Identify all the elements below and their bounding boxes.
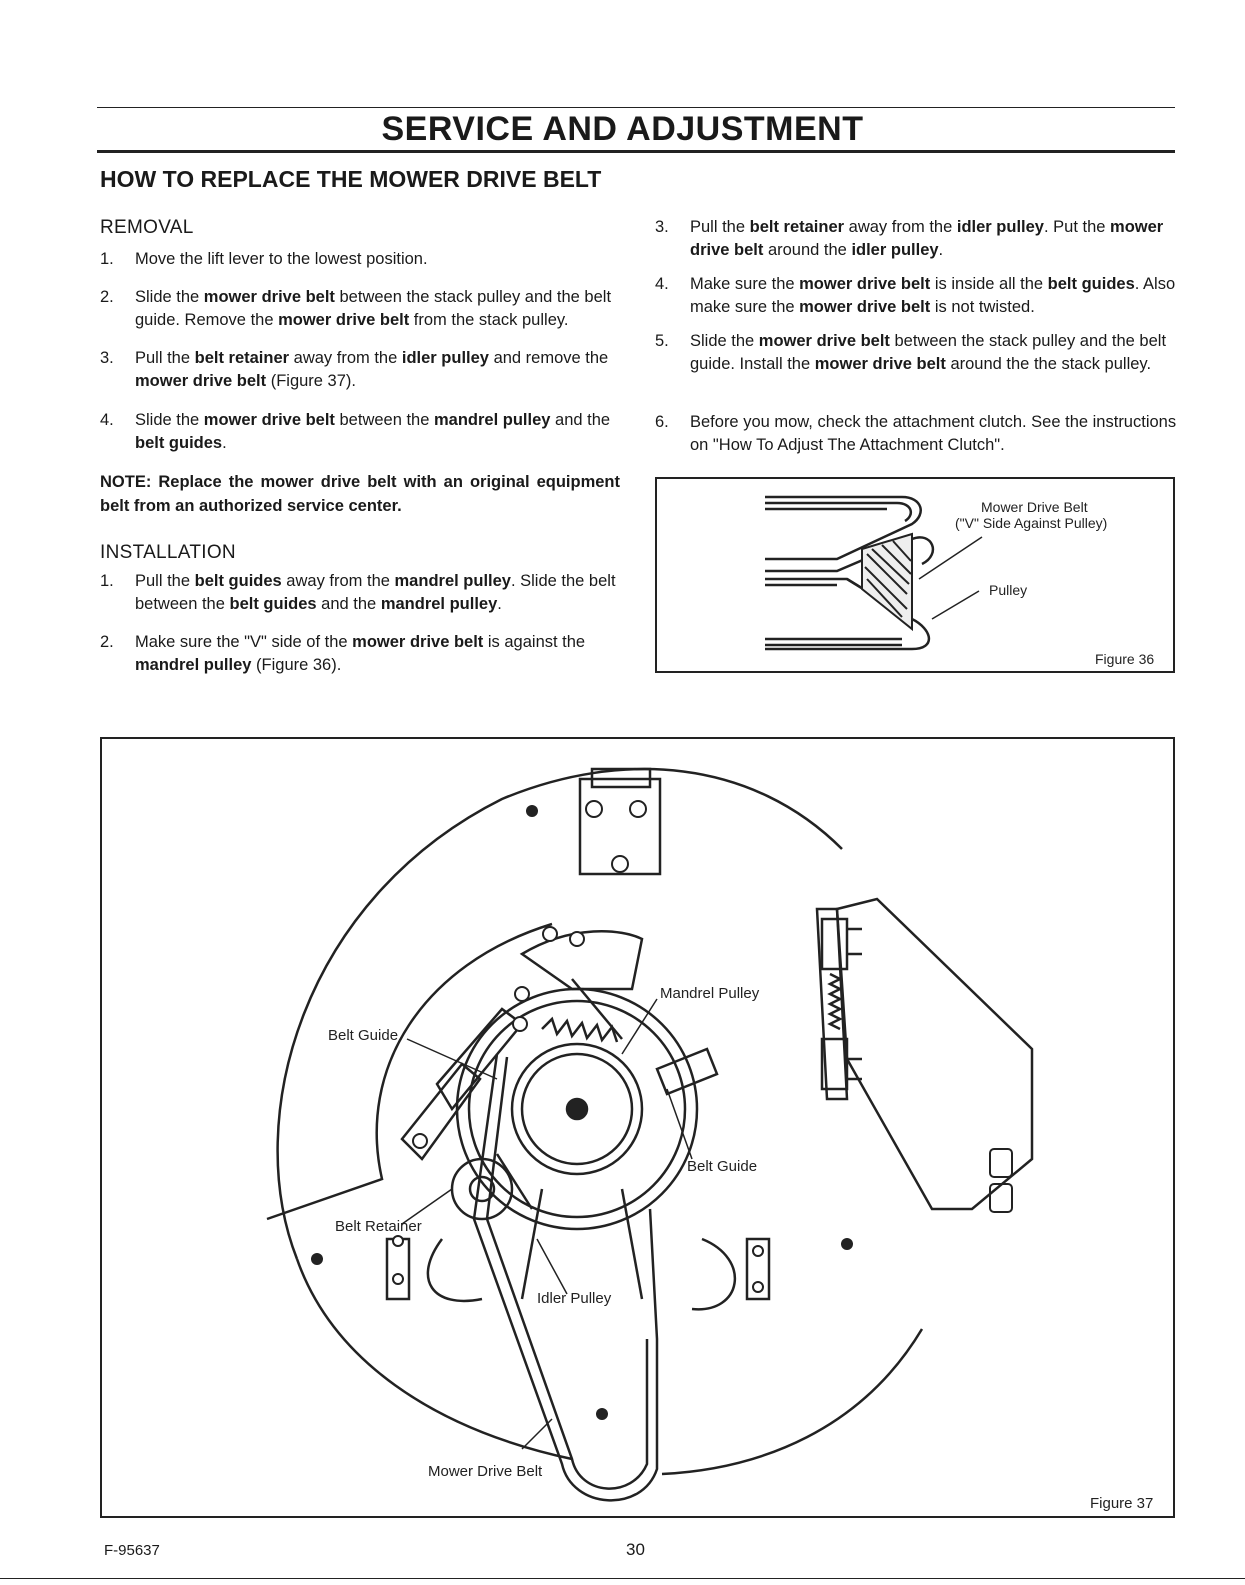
step-number: 2. — [100, 633, 114, 651]
step-text: Before you mow, check the attachment clu… — [690, 413, 1177, 454]
footer-rule — [0, 1578, 1245, 1579]
figure-37-caption: Figure 37 — [1090, 1495, 1154, 1512]
note-text: NOTE: Replace the mower drive belt with … — [100, 473, 620, 515]
figure-37-label-mandrel-pulley: Mandrel Pulley — [660, 985, 760, 1002]
step-number: 1. — [100, 572, 114, 590]
figure-36-caption: Figure 36 — [1095, 651, 1155, 667]
figure-37-label-belt-retainer: Belt Retainer — [335, 1218, 422, 1235]
part-number: F-95637 — [104, 1542, 160, 1559]
step-text: Make sure the mower drive belt is inside… — [690, 275, 1176, 316]
removal-heading: REMOVAL — [100, 217, 194, 238]
step-number: 6. — [655, 413, 669, 431]
step-text: Pull the belt retainer away from the idl… — [135, 349, 609, 390]
step-number: 3. — [655, 218, 669, 236]
figure-37-label-belt-guide-left: Belt Guide — [328, 1027, 399, 1044]
step-text: Slide the mower drive belt between the m… — [135, 411, 611, 452]
step-number: 3. — [100, 349, 114, 367]
step-text: Pull the belt guides away from the mandr… — [135, 572, 616, 613]
belt-cross-section-illustration — [765, 495, 983, 651]
figure-37-label-belt-guide-right: Belt Guide — [687, 1158, 758, 1175]
figure-37-label-mower-drive-belt: Mower Drive Belt — [428, 1463, 543, 1480]
figure-36-label-belt-line1: Mower Drive Belt — [981, 499, 1088, 515]
top-rule — [97, 107, 1175, 108]
page-title: SERVICE AND ADJUSTMENT — [381, 110, 864, 148]
step-number: 1. — [100, 250, 114, 268]
figure-36: Mower Drive Belt ("V" Side Against Pulle… — [655, 477, 1175, 673]
title-rule — [97, 150, 1175, 153]
section-title: HOW TO REPLACE THE MOWER DRIVE BELT — [100, 166, 602, 192]
step-text: Make sure the "V" side of the mower driv… — [135, 633, 586, 674]
step-text: Move the lift lever to the lowest positi… — [135, 250, 428, 268]
step-number: 2. — [100, 288, 114, 306]
figure-37-label-idler-pulley: Idler Pulley — [537, 1290, 612, 1307]
step-text: Pull the belt retainer away from the idl… — [690, 218, 1164, 259]
figure-36-label-pulley: Pulley — [989, 582, 1028, 598]
page-number: 30 — [626, 1540, 645, 1559]
step-number: 4. — [100, 411, 114, 429]
step-text: Slide the mower drive belt between the s… — [135, 288, 612, 329]
installation-heading: INSTALLATION — [100, 542, 236, 563]
step-text: Slide the mower drive belt between the s… — [690, 332, 1167, 373]
mower-deck-illustration — [266, 767, 1034, 1502]
figure-36-label-belt-line2: ("V" Side Against Pulley) — [955, 515, 1108, 531]
step-number: 5. — [655, 332, 669, 350]
step-number: 4. — [655, 275, 669, 293]
figure-37: Mandrel Pulley Belt Guide Belt Guide Bel… — [100, 737, 1175, 1518]
